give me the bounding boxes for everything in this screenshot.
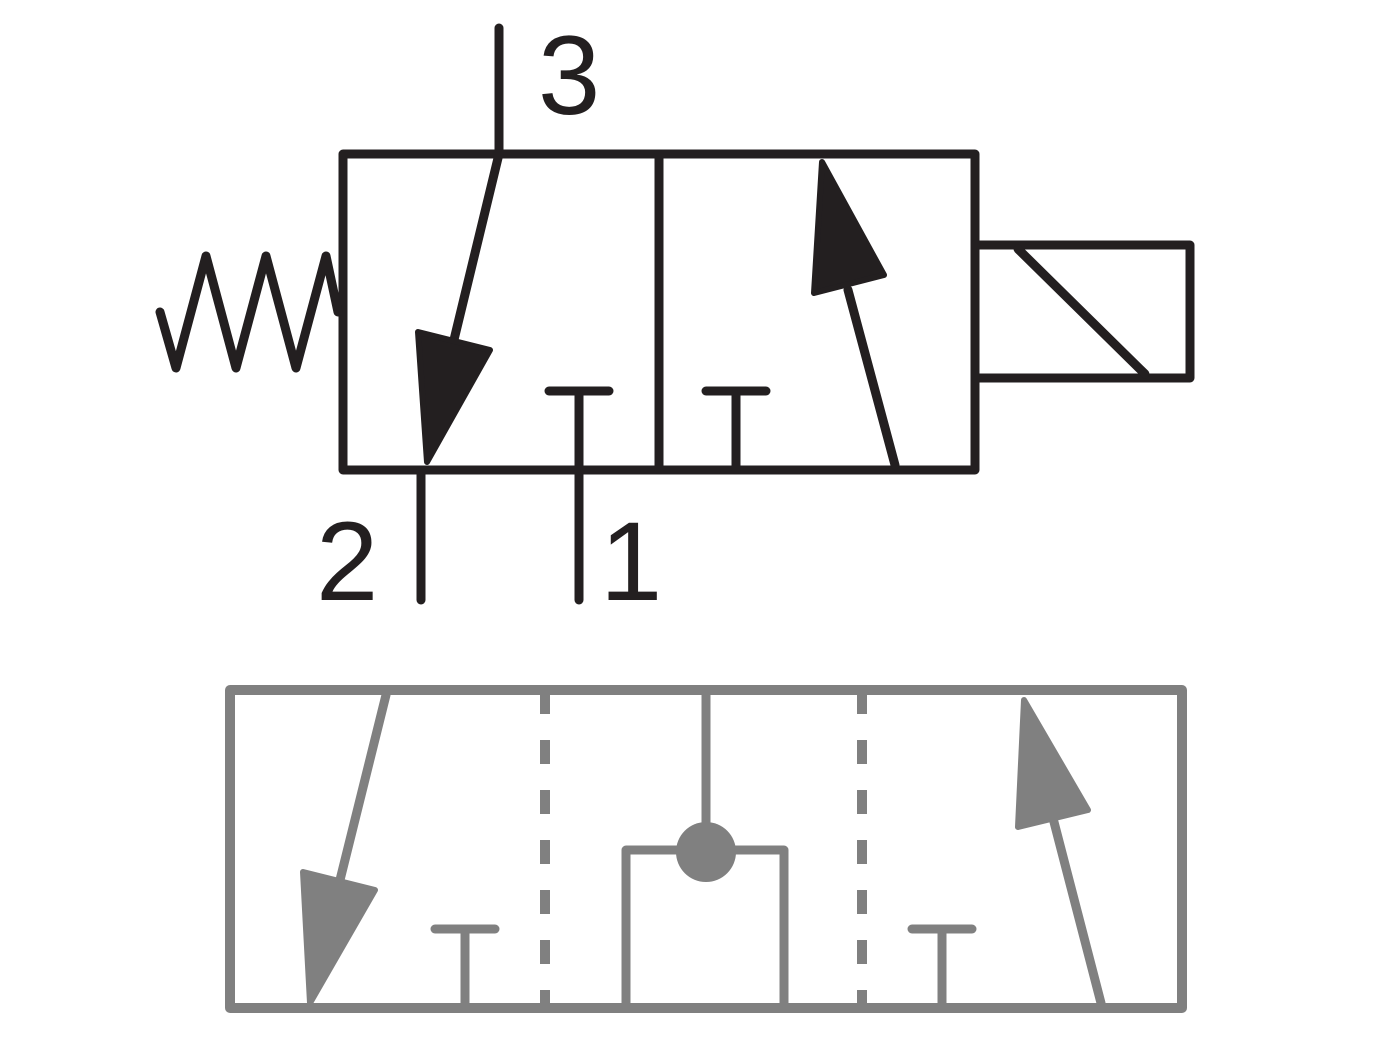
secondary-flow-arrow-head-right <box>1015 697 1091 830</box>
port-label-2: 2 <box>316 499 378 624</box>
port-label-3: 3 <box>538 13 600 138</box>
secondary-flow-arrow-shaft-right <box>1049 817 1106 1008</box>
flow-arrow-head-left <box>415 329 493 465</box>
solenoid-coil-diagonal <box>1013 244 1150 379</box>
secondary-valve-symbol <box>225 685 1187 1013</box>
solenoid-icon <box>970 240 1195 383</box>
ball-check-icon <box>676 822 736 882</box>
secondary-flow-arrow-head-left <box>300 869 378 1006</box>
flow-arrow-head-right <box>811 159 887 296</box>
flow-arrow-shaft-left <box>447 149 504 353</box>
port-label-1: 1 <box>600 499 662 624</box>
spring-icon <box>155 251 343 373</box>
secondary-flow-arrow-shaft-left <box>333 690 391 893</box>
flow-arrow-shaft-right <box>843 285 900 470</box>
valve-symbol: 3 2 1 <box>155 13 1195 624</box>
